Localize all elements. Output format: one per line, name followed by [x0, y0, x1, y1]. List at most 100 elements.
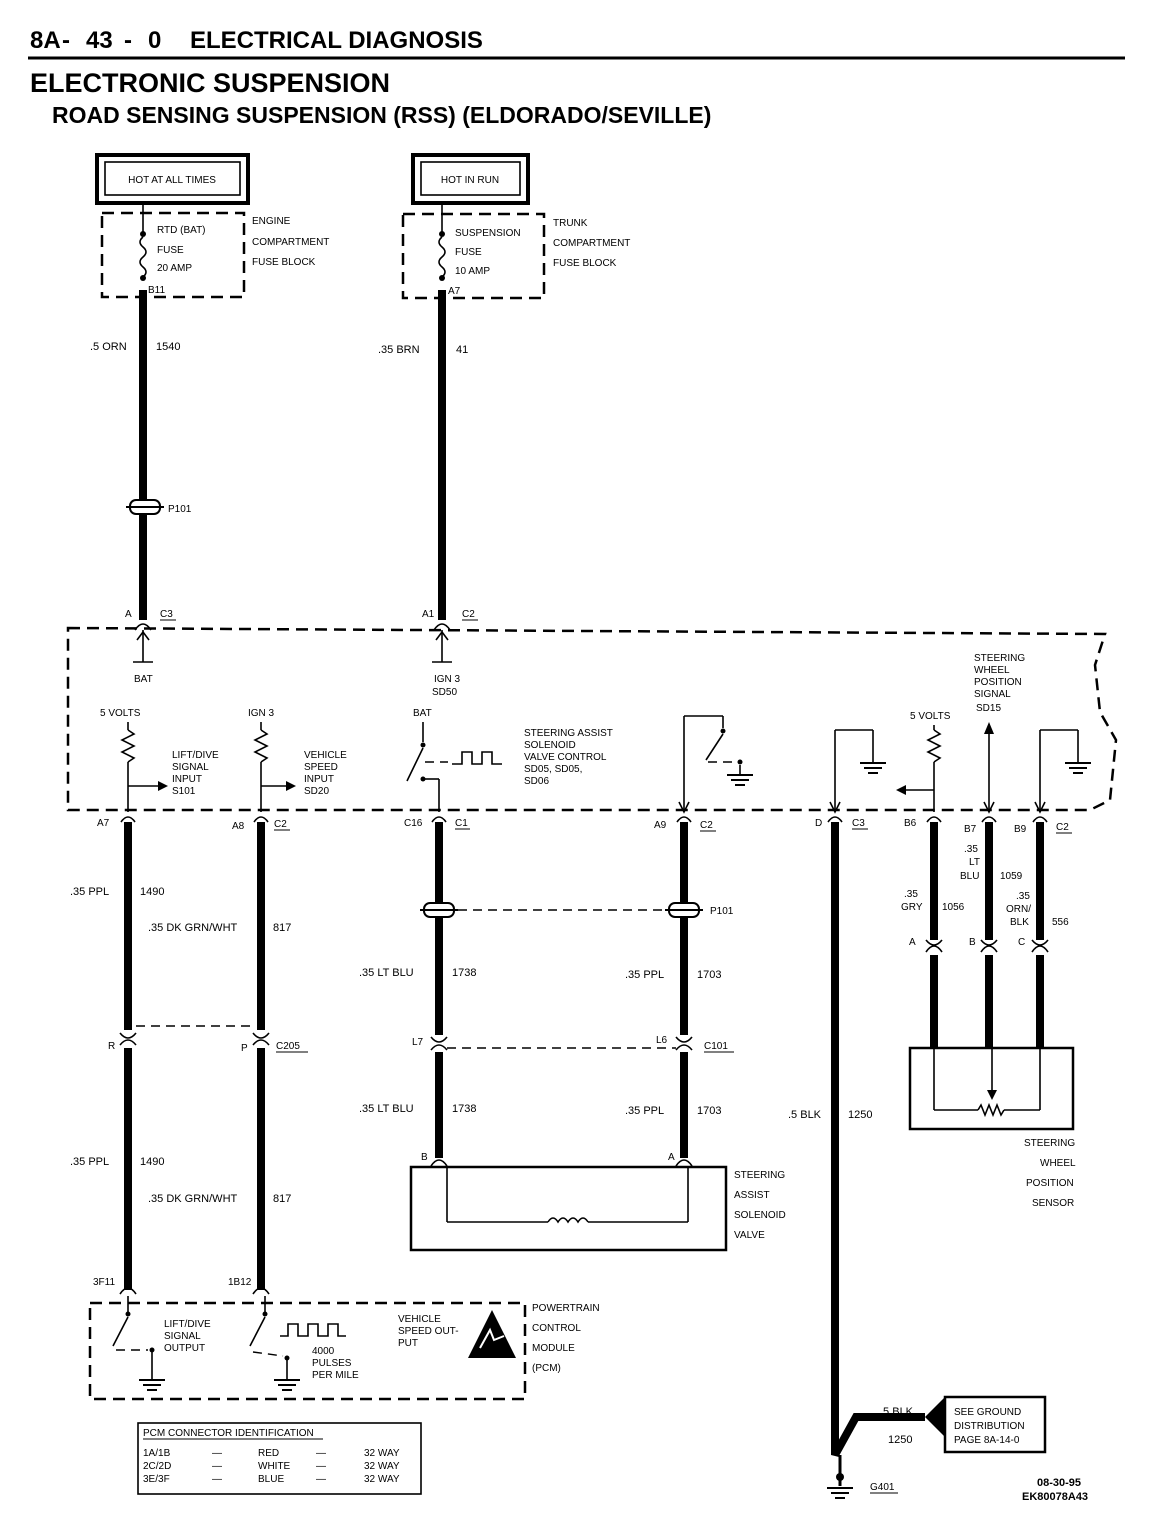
svg-text:SD50: SD50 — [432, 687, 457, 698]
svg-text:1490: 1490 — [140, 886, 164, 898]
svg-text:.35 BRN: .35 BRN — [378, 344, 420, 356]
svg-text:41: 41 — [456, 344, 468, 356]
svg-text:C3: C3 — [160, 609, 173, 620]
svg-text:5 VOLTS: 5 VOLTS — [100, 708, 141, 719]
svg-text:P101: P101 — [710, 906, 734, 917]
svg-text:BLUE: BLUE — [258, 1474, 284, 1485]
svg-text:C1: C1 — [455, 818, 468, 829]
hot-in-run-box: HOT IN RUN — [411, 153, 530, 205]
svg-text:FUSE: FUSE — [157, 245, 184, 256]
svg-text:.35 DK GRN/WHT: .35 DK GRN/WHT — [148, 922, 238, 934]
steering-assist-low-side-switch — [678, 715, 754, 814]
svg-text:R: R — [108, 1041, 115, 1052]
pcm-table-row: 3E/3F — BLUE — 32 WAY — [143, 1474, 400, 1485]
svg-text:-: - — [124, 27, 132, 54]
svg-text:A7: A7 — [448, 286, 461, 297]
svg-text:.35 PPL: .35 PPL — [70, 886, 109, 898]
svg-text:1B12: 1B12 — [228, 1277, 252, 1288]
wire-1540-label: .5 ORN 1540 — [90, 341, 180, 353]
svg-text:PULSES: PULSES — [312, 1358, 352, 1369]
svg-text:.5 BLK: .5 BLK — [788, 1109, 822, 1121]
svg-text:MODULE: MODULE — [532, 1343, 575, 1354]
svg-text:1540: 1540 — [156, 341, 180, 353]
svg-text:SD20: SD20 — [304, 786, 329, 797]
svg-text:WHITE: WHITE — [258, 1461, 291, 1472]
svg-text:10 AMP: 10 AMP — [455, 266, 490, 277]
svg-text:FUSE BLOCK: FUSE BLOCK — [553, 258, 617, 269]
fuse-block-trunk: SUSPENSION FUSE 10 AMP A7 TRUNK COMPARTM… — [401, 203, 630, 300]
ground-distribution-reference: SEE GROUND DISTRIBUTION PAGE 8A-14-0 — [925, 1395, 1047, 1454]
svg-text:32 WAY: 32 WAY — [364, 1448, 400, 1459]
svg-text:HOT IN RUN: HOT IN RUN — [441, 175, 499, 186]
fuse-block-engine: RTD (BAT) FUSE 20 AMP B11 ENGINE COMPART… — [100, 203, 329, 299]
pcm-connector-table: PCM CONNECTOR IDENTIFICATION 1A/1B — RED… — [137, 1422, 422, 1495]
ground-g401: G401 — [826, 1455, 898, 1499]
svg-text:—: — — [212, 1474, 222, 1485]
svg-text:SD05, SD05,: SD05, SD05, — [524, 764, 582, 775]
svg-text:A8: A8 — [232, 821, 245, 832]
svg-text:S101: S101 — [172, 786, 196, 797]
hot-at-all-times-box: HOT AT ALL TIMES — [95, 153, 250, 205]
svg-text:C2: C2 — [1056, 822, 1069, 833]
svg-text:.35: .35 — [964, 844, 978, 855]
svg-text:PER MILE: PER MILE — [312, 1370, 359, 1381]
svg-text:—: — — [212, 1461, 222, 1472]
svg-text:COMPARTMENT: COMPARTMENT — [252, 237, 329, 248]
page-title: ELECTRONIC SUSPENSION — [30, 68, 390, 98]
svg-text:VEHICLE: VEHICLE — [304, 750, 347, 761]
powertrain-control-module: 3F11 1B12 LIFT/DIVE SIGNAL OUTPUT 4000 P… — [88, 1277, 600, 1401]
svg-text:SIGNAL: SIGNAL — [974, 689, 1011, 700]
svg-text:IGN 3: IGN 3 — [434, 674, 461, 685]
svg-text:B: B — [969, 937, 976, 948]
svg-text:B6: B6 — [904, 818, 917, 829]
svg-text:3E/3F: 3E/3F — [143, 1474, 170, 1485]
svg-text:DISTRIBUTION: DISTRIBUTION — [954, 1421, 1025, 1432]
svg-text:PUT: PUT — [398, 1338, 418, 1349]
svg-text:.35 PPL: .35 PPL — [70, 1156, 109, 1168]
module-bottom-connectors: A7 A8 C2 C16 C1 A9 C2 D C3 B6 B7 B9 C2 — [97, 816, 1072, 835]
svg-text:LIFT/DIVE: LIFT/DIVE — [164, 1319, 211, 1330]
svg-text:B: B — [421, 1152, 428, 1163]
svg-text:556: 556 — [1052, 917, 1069, 928]
svg-text:POSITION: POSITION — [974, 677, 1022, 688]
svg-text:.35: .35 — [904, 889, 918, 900]
svg-text:3F11: 3F11 — [93, 1277, 115, 1288]
lift-dive-input-circuit: 5 VOLTS LIFT/DIVE SIGNAL INPUT S101 — [100, 708, 219, 812]
wire-41-label: .35 BRN 41 — [378, 344, 468, 356]
svg-text:32 WAY: 32 WAY — [364, 1461, 400, 1472]
svg-text:SOLENOID: SOLENOID — [734, 1210, 786, 1221]
svg-text:817: 817 — [273, 1193, 291, 1205]
svg-text:STEERING: STEERING — [1024, 1138, 1075, 1149]
svg-text:BLU: BLU — [960, 871, 979, 882]
svg-text:RED: RED — [258, 1448, 279, 1459]
svg-text:-: - — [62, 27, 70, 54]
svg-text:A7: A7 — [97, 818, 110, 829]
svg-text:ORN/: ORN/ — [1006, 904, 1031, 915]
svg-text:VEHICLE: VEHICLE — [398, 1314, 441, 1325]
svg-text:SEE GROUND: SEE GROUND — [954, 1407, 1021, 1418]
svg-text:WHEEL: WHEEL — [1040, 1158, 1076, 1169]
svg-text:B7: B7 — [964, 824, 977, 835]
svg-text:FUSE BLOCK: FUSE BLOCK — [252, 257, 316, 268]
svg-text:D: D — [815, 818, 822, 829]
steering-assist-solenoid-valve: B A STEERING ASSIST SOLENOID VALVE — [409, 1152, 786, 1252]
svg-text:.5 BLK: .5 BLK — [880, 1406, 914, 1418]
svg-text:.35 PPL: .35 PPL — [625, 969, 664, 981]
svg-text:C3: C3 — [852, 818, 865, 829]
module-ground-d — [829, 729, 887, 814]
svg-text:P: P — [241, 1043, 248, 1054]
svg-text:GRY: GRY — [901, 902, 923, 913]
svg-text:2C/2D: 2C/2D — [143, 1461, 171, 1472]
svg-text:SIGNAL: SIGNAL — [164, 1331, 201, 1342]
rss-module-outline — [66, 626, 1118, 812]
svg-text:1490: 1490 — [140, 1156, 164, 1168]
page-number: 43 — [86, 27, 113, 54]
svg-text:32 WAY: 32 WAY — [364, 1474, 400, 1485]
page-footer: 08-30-95 EK80078A43 — [1022, 1477, 1088, 1503]
svg-text:G401: G401 — [870, 1482, 895, 1493]
svg-text:A: A — [668, 1152, 675, 1163]
svg-text:—: — — [212, 1448, 222, 1459]
module-ign3-input: IGN 3 SD50 — [432, 630, 461, 698]
svg-text:—: — — [316, 1474, 326, 1485]
